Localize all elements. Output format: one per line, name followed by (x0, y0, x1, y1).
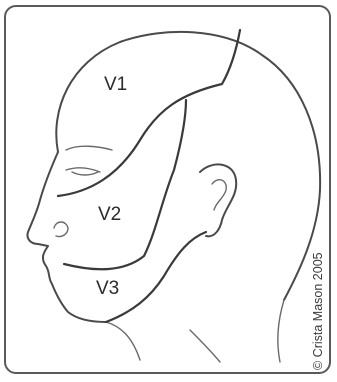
eyebrow (66, 146, 112, 150)
eye (66, 168, 100, 175)
v2-v3-boundary (64, 100, 186, 269)
neck-front-line (190, 330, 220, 362)
region-label-v1: V1 (104, 74, 127, 95)
v3-lower-boundary (106, 232, 206, 322)
region-label-v2: V2 (98, 204, 121, 225)
v1-v2-boundary (58, 30, 240, 196)
neck-back-line (278, 300, 284, 362)
region-label-v3: V3 (96, 278, 119, 299)
head-profile-outline (56, 32, 320, 300)
jaw-neck-line (106, 322, 140, 360)
ear (200, 164, 236, 236)
nostril (54, 222, 68, 237)
copyright-notice: © Crista Mason 2005 (311, 252, 325, 370)
face-profile-outline (27, 152, 106, 322)
ear-inner (212, 180, 226, 210)
